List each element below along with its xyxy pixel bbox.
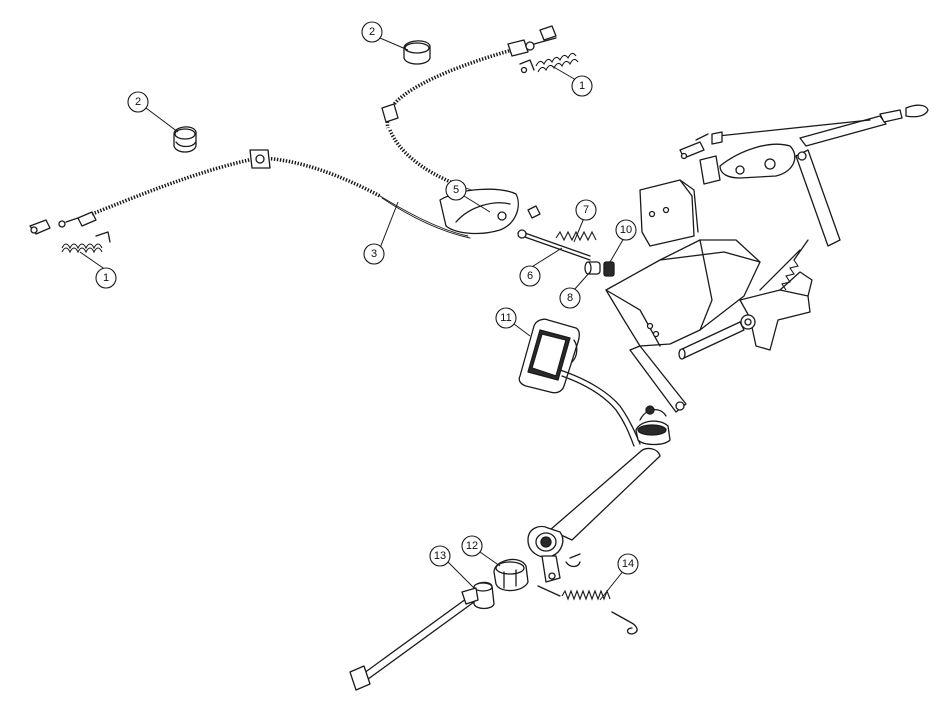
callout-2-upper: 2: [361, 21, 383, 43]
callout-2-left: 2: [127, 91, 149, 113]
callout-label: 5: [453, 184, 459, 196]
pedal-pad: [518, 318, 580, 394]
pedal-arm: [559, 339, 641, 447]
callout-label: 13: [434, 550, 446, 562]
callout-label: 12: [466, 540, 478, 552]
adjuster-rod: [517, 229, 597, 261]
callout-label: 8: [567, 292, 573, 304]
callout-label: 6: [527, 270, 533, 282]
return-spring-left: [61, 231, 111, 254]
mounting-bracket: [605, 239, 761, 347]
callout-label: 2: [369, 26, 375, 38]
callout-label: 10: [620, 224, 632, 236]
left-brake-cable: [29, 149, 471, 239]
callout-label: 2: [135, 96, 141, 108]
cross-shaft: [678, 321, 745, 360]
callout-14: 14: [617, 553, 639, 575]
callout-7: 7: [575, 199, 597, 221]
yoke: [493, 558, 529, 592]
pivot-bolt: [349, 587, 479, 691]
callout-3: 3: [363, 243, 385, 265]
rubber-boot: [635, 405, 671, 446]
callout-label: 7: [583, 204, 589, 216]
callout-1-lower-left: 1: [95, 267, 117, 289]
callout-10: 10: [615, 219, 637, 241]
leader-lines: [79, 37, 625, 601]
callout-1-upper-right: 1: [571, 75, 593, 97]
sleeve: [473, 581, 495, 610]
bushing: [584, 261, 601, 275]
callout-13: 13: [429, 545, 451, 567]
upper-bracket: [639, 179, 699, 247]
spring-right: [759, 239, 809, 291]
pivot-pin: [603, 261, 615, 277]
lower-lever: [527, 447, 661, 583]
ratchet-bar: [795, 149, 841, 247]
pedal-return-spring: [537, 585, 638, 635]
callout-label: 3: [371, 248, 377, 260]
callout-label: 14: [622, 558, 634, 570]
cable-clip-left: [173, 126, 197, 153]
callout-12: 12: [461, 535, 483, 557]
compensator-lever: [439, 188, 541, 235]
cable-clip-upper: [403, 40, 431, 65]
callout-label: 1: [579, 80, 585, 92]
callout-8: 8: [559, 287, 581, 309]
callout-label: 11: [500, 312, 511, 324]
return-spring-upper: [519, 52, 579, 74]
callout-6: 6: [519, 265, 541, 287]
upper-brake-cable: [381, 25, 557, 199]
callout-5: 5: [445, 179, 467, 201]
callout-11: 11: [495, 307, 517, 329]
handbrake-lever: [679, 104, 929, 185]
pedal-link: [629, 345, 687, 413]
pedal-pivot-bracket: [739, 271, 813, 351]
callout-label: 1: [103, 272, 109, 284]
